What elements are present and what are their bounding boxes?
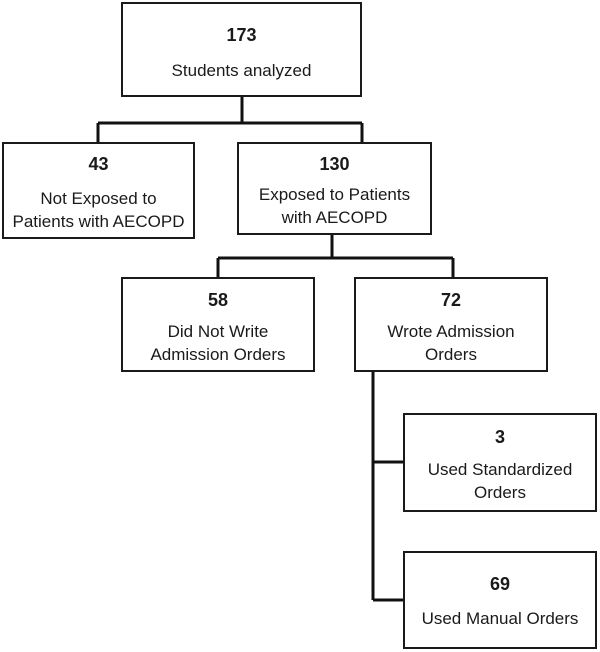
- node-not-exposed: 43 Not Exposed to Patients with AECOPD: [2, 142, 195, 239]
- wrote-orders-label-line2: Orders: [425, 345, 477, 364]
- used-standardized-label-line1: Used Standardized: [427, 460, 573, 479]
- exposed-label-line1: Exposed to Patients: [258, 185, 411, 204]
- used-manual-count: 69: [489, 574, 511, 594]
- did-not-write-count: 58: [207, 290, 229, 310]
- not-exposed-label-line1: Not Exposed to: [40, 189, 157, 208]
- wrote-orders-count: 72: [440, 290, 462, 310]
- exposed-label-line2: with AECOPD: [281, 208, 388, 227]
- node-used-manual: 69 Used Manual Orders: [403, 551, 597, 649]
- node-students-analyzed: 173 Students analyzed: [121, 2, 362, 97]
- did-not-write-label-line2: Admission Orders: [150, 345, 286, 364]
- node-did-not-write: 58 Did Not Write Admission Orders: [121, 277, 315, 372]
- used-standardized-label-line2: Orders: [474, 483, 526, 502]
- did-not-write-label-line1: Did Not Write: [167, 322, 269, 341]
- node-exposed: 130 Exposed to Patients with AECOPD: [237, 142, 432, 235]
- used-standardized-count: 3: [494, 427, 505, 447]
- node-wrote-orders: 72 Wrote Admission Orders: [354, 277, 548, 372]
- wrote-orders-label-line1: Wrote Admission: [387, 322, 515, 341]
- students-analyzed-count: 173: [226, 25, 257, 45]
- not-exposed-count: 43: [88, 154, 109, 174]
- students-analyzed-label: Students analyzed: [171, 61, 312, 80]
- exposed-count: 130: [319, 154, 350, 174]
- node-used-standardized: 3 Used Standardized Orders: [403, 413, 597, 512]
- used-manual-label: Used Manual Orders: [421, 609, 579, 628]
- not-exposed-label-line2: Patients with AECOPD: [12, 212, 185, 231]
